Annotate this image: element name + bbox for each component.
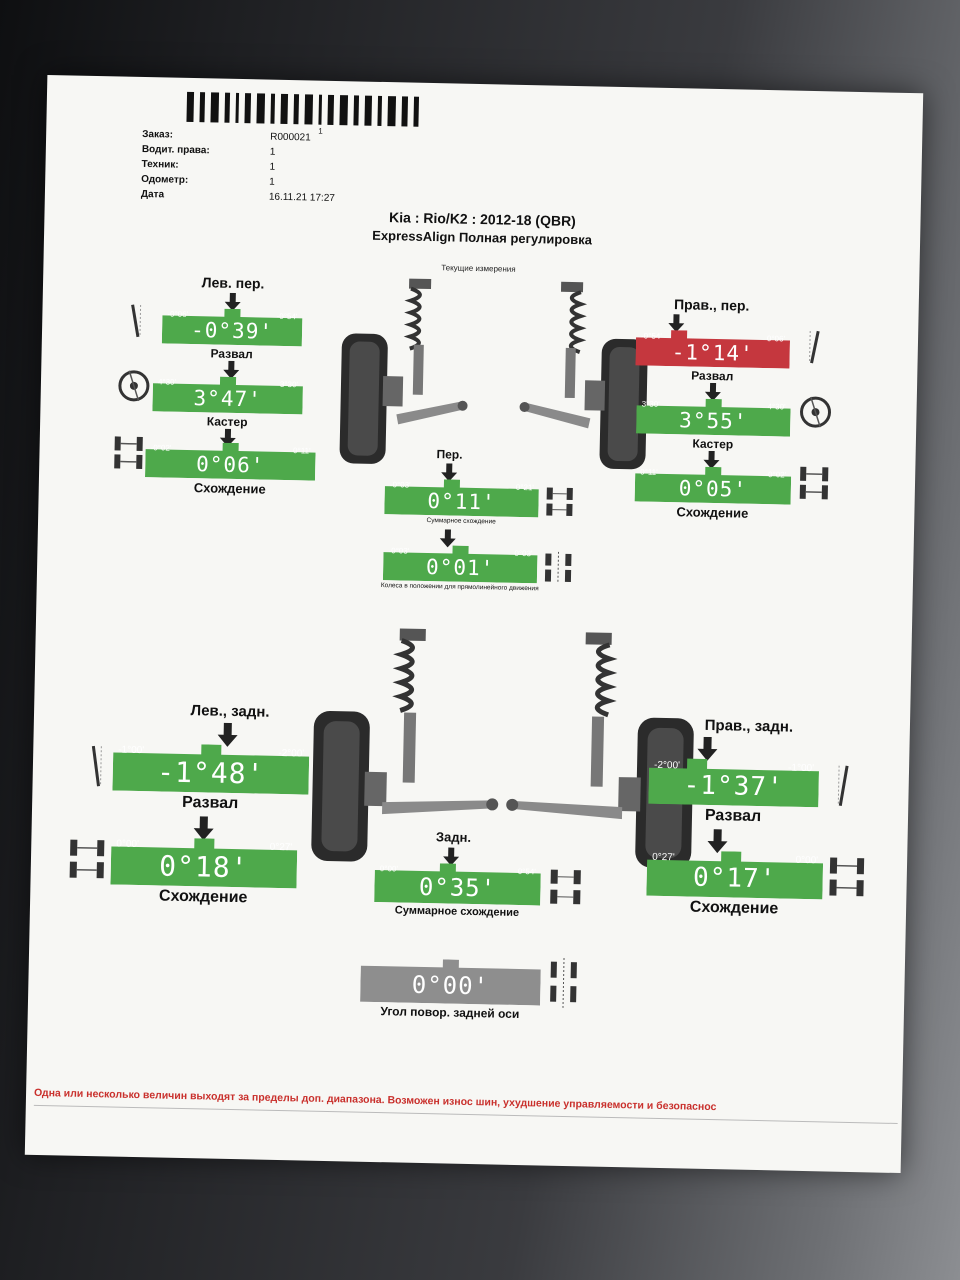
arrow-down-icon — [443, 847, 460, 866]
rear-right-toe-label: Схождение — [689, 898, 779, 918]
camber-wheel-icon — [837, 765, 849, 806]
rear-right-suspension-icon — [506, 632, 694, 869]
out-of-range-warning: Одна или несколько величин выходят за пр… — [33, 1086, 717, 1114]
arrow-down-icon — [193, 816, 214, 841]
front-thrust-value: 0°01' — [425, 554, 495, 581]
rear-left-camber-gauge: -1°00' -2°00' -1°48' — [112, 742, 310, 795]
gauge-bar — [648, 758, 819, 808]
caster-wheel-icon — [800, 396, 832, 428]
front-left-caster-gauge: 4°30' 3°30' 3°47' — [152, 375, 303, 415]
gauge-bar — [145, 442, 316, 481]
arrow-down-icon — [223, 360, 240, 379]
front-left-toe-gauge: -0°02' 0°11' 0°06' — [145, 441, 316, 481]
front-thrust-gauge: -0°03' 0°03' 0°01' — [382, 544, 538, 584]
front-left-caster-label: Кастер — [206, 414, 248, 430]
front-left-caster-value: 3°47' — [193, 386, 263, 412]
arrow-down-icon — [219, 428, 236, 447]
front-left-heading: Лев. пер. — [201, 274, 265, 292]
rear-thrust-angle-gauge: 0°00' — [360, 958, 541, 1006]
gauge-bar — [635, 330, 791, 369]
arrow-down-icon — [704, 382, 721, 401]
total-toe-icon — [546, 487, 573, 517]
front-left-camber-label: Развал — [210, 346, 253, 362]
gauge-bar — [161, 308, 303, 347]
current-measurements-label: Текущие измерения — [441, 263, 516, 274]
camber-wheel-icon — [131, 304, 142, 338]
rear-right-camber-label: Развал — [704, 806, 762, 826]
gauge-bar — [384, 479, 539, 518]
rear-right-camber-value: -1°37' — [683, 770, 784, 803]
gauge-bar — [374, 863, 541, 906]
front-right-caster-value: 3°55' — [678, 408, 748, 434]
arrow-down-icon — [224, 292, 241, 311]
thrust-axle-icon — [550, 957, 577, 1008]
gauge-bar — [112, 744, 310, 795]
front-right-toe-gauge: 0°11' -0°02' 0°05' — [634, 465, 792, 505]
front-right-toe-label: Схождение — [676, 504, 749, 521]
rear-left-toe-gauge: 0°00' 0°27' 0°18' — [110, 836, 298, 889]
front-left-toe-value: 0°06' — [195, 452, 265, 478]
toe-axle-icon — [829, 857, 865, 897]
front-left-suspension-icon — [339, 278, 468, 464]
arrow-down-icon — [668, 314, 685, 333]
arrow-down-icon — [703, 450, 720, 469]
arrow-down-icon — [697, 736, 718, 761]
rear-left-heading: Лев., задн. — [190, 702, 270, 721]
toe-axle-icon — [799, 466, 829, 500]
order-info: Заказ:R000021 Водит. права:1 Техник:1 Од… — [141, 127, 337, 206]
camber-wheel-icon — [91, 745, 102, 787]
total-toe-icon — [550, 869, 581, 905]
front-right-suspension-icon — [519, 281, 648, 470]
toe-axle-icon — [69, 839, 105, 879]
front-total-toe-label: Суммарное схождение — [426, 516, 496, 526]
gauge-bar — [646, 851, 824, 900]
alignment-report-sheet: 1 Заказ:R000021 Водит. права:1 Техник:1 … — [24, 74, 924, 1174]
rear-left-suspension-icon — [311, 628, 499, 862]
rear-left-camber-label: Развал — [181, 793, 239, 813]
front-right-camber-value: -1°14' — [671, 340, 754, 366]
front-left-camber-gauge: -0°06' -0°54' -0°39' — [161, 307, 303, 347]
rear-right-toe-gauge: 0°27' 0°00' 0°17' — [646, 850, 824, 900]
gauge-bar — [634, 466, 792, 505]
front-center-heading: Пер. — [436, 447, 463, 462]
rear-total-toe-value: 0°35' — [418, 872, 497, 903]
gauge-bar — [360, 959, 541, 1006]
camber-wheel-icon — [809, 330, 820, 364]
front-right-camber-gauge: -0°54' 0°06' -1°14' — [635, 329, 791, 369]
front-total-toe-gauge: -0°03' 0°21' 0°11' — [384, 478, 539, 518]
gauge-bar — [110, 838, 298, 889]
rear-right-toe-value: 0°17' — [692, 862, 777, 895]
rear-right-camber-gauge: -2°00' -1°00' -1°37' — [648, 758, 819, 808]
front-right-caster-gauge: 3°30' 4°30' 3°55' — [636, 397, 791, 437]
toe-axle-icon — [114, 436, 143, 470]
rear-left-toe-label: Схождение — [158, 887, 248, 907]
caster-wheel-icon — [118, 370, 150, 402]
rear-total-toe-gauge: 0°00' 0°54' 0°35' — [374, 862, 541, 906]
arrow-down-icon — [439, 529, 456, 548]
rear-right-heading: Прав., задн. — [704, 716, 794, 736]
rear-left-toe-value: 0°18' — [158, 849, 249, 885]
thrust-axle-icon — [544, 551, 572, 584]
front-left-toe-label: Схождение — [193, 480, 266, 497]
rear-center-heading: Задн. — [435, 829, 472, 845]
front-right-toe-value: 0°05' — [678, 476, 748, 502]
front-thrust-label: Колеса в положении для прямолинейного дв… — [380, 582, 539, 593]
gauge-bar — [382, 545, 538, 584]
gauge-bar — [152, 376, 303, 415]
front-right-heading: Прав., пер. — [673, 296, 750, 314]
rear-thrust-angle-label: Угол повор. задней оси — [380, 1004, 520, 1022]
gauge-bar — [636, 398, 791, 437]
rear-thrust-angle-value: 0°00' — [411, 970, 490, 1001]
arrow-down-icon — [441, 463, 458, 482]
arrow-down-icon — [707, 829, 728, 854]
barcode — [186, 91, 437, 127]
front-total-toe-value: 0°11' — [427, 489, 496, 515]
arrow-down-icon — [217, 722, 238, 747]
front-left-camber-value: -0°39' — [190, 318, 274, 344]
rear-left-camber-value: -1°48' — [156, 755, 265, 791]
rear-total-toe-label: Суммарное схождение — [394, 904, 520, 920]
